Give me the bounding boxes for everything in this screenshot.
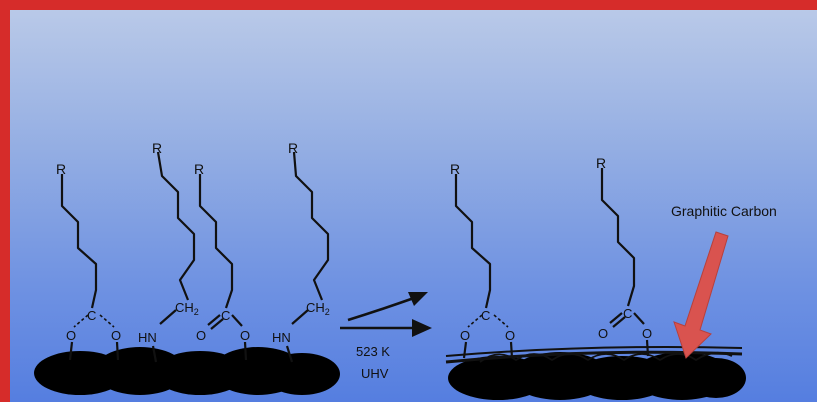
carbon-label: C <box>87 308 96 323</box>
diagram-frame: R C O O R CH2 HN R C O O R CH2 HN <box>10 10 817 402</box>
carboxylate-monodentate-1: R C O O <box>194 161 250 361</box>
r-group-label: R <box>596 155 606 171</box>
oxygen-label: O <box>111 328 121 343</box>
surface-after <box>448 352 746 400</box>
oxygen-label: O <box>196 328 206 343</box>
carbon-label: C <box>623 306 632 321</box>
amine-2: R CH2 HN <box>272 140 330 363</box>
surface-before <box>34 347 340 395</box>
carboxylate-monodentate-2: R C O O <box>596 155 652 357</box>
r-group-label: R <box>288 140 298 156</box>
oxygen-label: O <box>642 326 652 341</box>
carbon-label: C <box>221 308 230 323</box>
r-group-label: R <box>450 161 460 177</box>
temperature-label: 523 K <box>356 344 390 359</box>
carboxylate-bidentate-1: R C O O <box>56 161 121 361</box>
environment-label: UHV <box>361 366 389 381</box>
curved-arrow-icon <box>340 292 432 337</box>
ch2-label: CH2 <box>175 300 199 317</box>
oxygen-label: O <box>66 328 76 343</box>
hn-label: HN <box>272 330 291 345</box>
amine-1: R CH2 HN <box>138 140 199 363</box>
ch2-label: CH2 <box>306 300 330 317</box>
reaction-diagram: R C O O R CH2 HN R C O O R CH2 HN <box>34 140 777 400</box>
graphitic-carbon-label: Graphitic Carbon <box>671 203 777 219</box>
oxygen-label: O <box>598 326 608 341</box>
r-group-label: R <box>194 161 204 177</box>
r-group-label: R <box>56 161 66 177</box>
carbon-label: C <box>481 308 490 323</box>
pointer-arrow-icon <box>673 231 729 359</box>
graphitic-carbon-layer <box>445 346 743 364</box>
oxygen-label: O <box>240 328 250 343</box>
oxygen-label: O <box>460 328 470 343</box>
r-group-label: R <box>152 140 162 156</box>
carboxylate-bidentate-2: R C O O <box>450 161 515 359</box>
oxygen-label: O <box>505 328 515 343</box>
hn-label: HN <box>138 330 157 345</box>
